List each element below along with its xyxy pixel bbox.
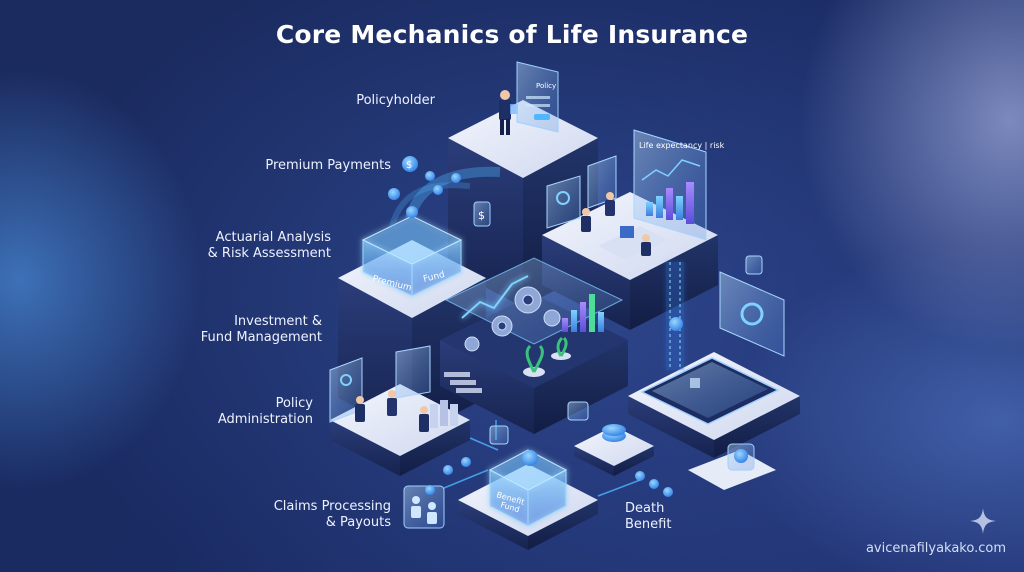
- beneficiaries-icon: [403, 485, 445, 529]
- policy-card-text: Policy: [536, 82, 556, 90]
- label-policyholder-text: Policyholder: [356, 93, 435, 108]
- label-death-line2: Benefit: [625, 517, 672, 532]
- svg-text:$: $: [478, 209, 485, 222]
- payout-pedestal: [567, 401, 654, 476]
- policy-card-icon: Policy: [516, 61, 559, 133]
- premium-fund-box: [361, 215, 463, 297]
- label-actuarial-line1: Actuarial Analysis: [215, 230, 331, 245]
- label-death-benefit: Death Benefit: [625, 501, 671, 533]
- growth-bar-chart-icon: [562, 294, 604, 332]
- filing-cabinet-icon: [430, 400, 458, 428]
- flow-arrows: [443, 420, 641, 497]
- benefit-fund-platform: Benefit Fund: [458, 449, 598, 550]
- policy-administration-platform: [329, 345, 470, 476]
- death-benefit-platform: [628, 255, 800, 458]
- analyst-person-icon: [581, 192, 651, 256]
- label-actuarial-analysis: Actuarial Analysis & Risk Assessment: [208, 230, 331, 262]
- svg-text:$: $: [406, 160, 412, 171]
- label-policyholder: Policyholder: [356, 93, 435, 109]
- label-premium-payments-text: Premium Payments: [265, 158, 391, 173]
- plant-growth-icon: [523, 336, 571, 377]
- investment-platform: [440, 257, 628, 434]
- policyholder-person-icon: [499, 90, 518, 135]
- label-investment: Investment & Fund Management: [201, 314, 322, 346]
- label-claims-processing: Claims Processing & Payouts: [274, 499, 391, 531]
- benefit-fund-box: [488, 449, 568, 527]
- label-claims-line1: Claims Processing: [273, 499, 391, 514]
- risk-bar-chart-icon: [646, 182, 694, 224]
- dollar-coin-icon: $ $: [388, 156, 491, 227]
- death-benefit-card: [635, 443, 776, 497]
- label-investment-line2: Fund Management: [200, 330, 322, 345]
- label-death-line1: Death: [625, 501, 665, 516]
- life-expectancy-text: Life expectancy | risk: [639, 141, 725, 150]
- label-actuarial-line2: & Risk Assessment: [207, 246, 331, 261]
- tablet-icon: [640, 357, 780, 425]
- watermark: avicenafilyakako.com: [865, 541, 1006, 556]
- label-policy-line1: Policy: [275, 396, 313, 411]
- page-title: Core Mechanics of Life Insurance: [275, 20, 749, 49]
- flow-coin-icons: [443, 425, 509, 475]
- label-investment-line1: Investment &: [234, 314, 322, 329]
- label-policy-administration: Policy Administration: [218, 396, 313, 428]
- label-premium-payments: Premium Payments: [265, 158, 391, 174]
- gear-icon: [464, 286, 561, 352]
- sparkle-icon: [970, 508, 996, 534]
- label-policy-line2: Administration: [217, 412, 313, 427]
- fund-conduit: [666, 262, 684, 370]
- administrator-person-icon: [355, 390, 429, 432]
- label-claims-line2: & Payouts: [325, 515, 391, 530]
